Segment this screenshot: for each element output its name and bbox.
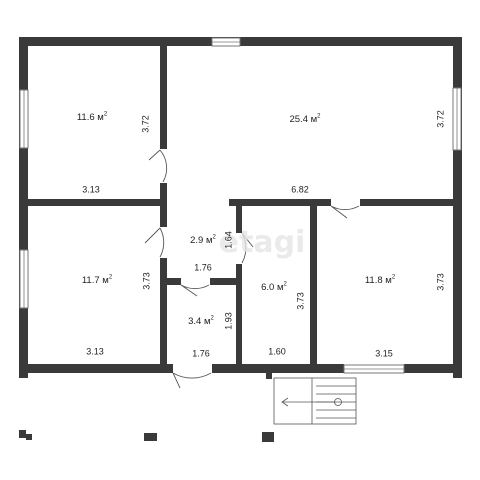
wall-v-upper-left [160,45,167,149]
dimension-label: 3.13 [82,184,100,195]
dimension-label: 1.64 [223,231,234,249]
door-lower-left [144,227,165,258]
porch-post-bottom [262,432,274,442]
door-upper-left [148,149,168,183]
wall-h-small [167,278,181,285]
dimension-label: 3.73 [141,272,152,290]
dimension-label: 3.72 [140,115,151,133]
wall-h-hall-right [229,199,331,206]
dimension-label: 1.60 [268,346,286,357]
corner-mark-left2 [26,434,32,440]
outer-wall-left [19,37,28,378]
room-area-label: 25.4 м2 [289,113,321,125]
door-bath [241,232,254,264]
porch-stairs [273,377,357,425]
room-area-label: 2.9 м2 [190,234,216,246]
wall-v-lower-left [160,258,167,368]
wall-v-right-room [310,206,317,368]
wall-h-mid-left [27,199,167,206]
door-entrance [172,372,212,389]
outer-wall-bottom-mid [212,364,344,373]
door-hall-right [330,205,360,219]
room-area-label: 11.8 м2 [364,274,396,286]
room-area-label: 11.6 м2 [76,111,108,123]
room-area-label: 3.4 м2 [188,315,214,327]
door-small [180,284,210,297]
corner-mark-left [19,430,26,438]
dimension-label: 3.73 [435,273,446,291]
dimension-label: 1.76 [192,348,210,359]
room-area-label: 11.7 м2 [81,274,113,286]
dimension-label: 1.93 [223,312,234,330]
wall-h-right [360,199,454,206]
dimension-label: 3.15 [375,348,393,359]
dimension-label: 1.76 [194,262,212,273]
outer-wall-right [453,37,462,378]
porch-post-left [266,373,272,379]
outer-wall-bottom-right [404,364,462,373]
dimension-label: 3.73 [295,292,306,310]
dimension-label: 6.82 [291,184,309,195]
room-area-label: 6.0 м2 [261,281,287,293]
corner-mark-mid [144,433,157,441]
wall-h-small-right [210,278,242,285]
watermark: etagi [219,225,306,260]
wall-v-bath [236,206,242,233]
dimension-label: 3.72 [435,110,446,128]
wall-v-bath-lower [236,264,242,368]
outer-wall-bottom-left [19,364,173,373]
dimension-label: 3.13 [86,346,104,357]
